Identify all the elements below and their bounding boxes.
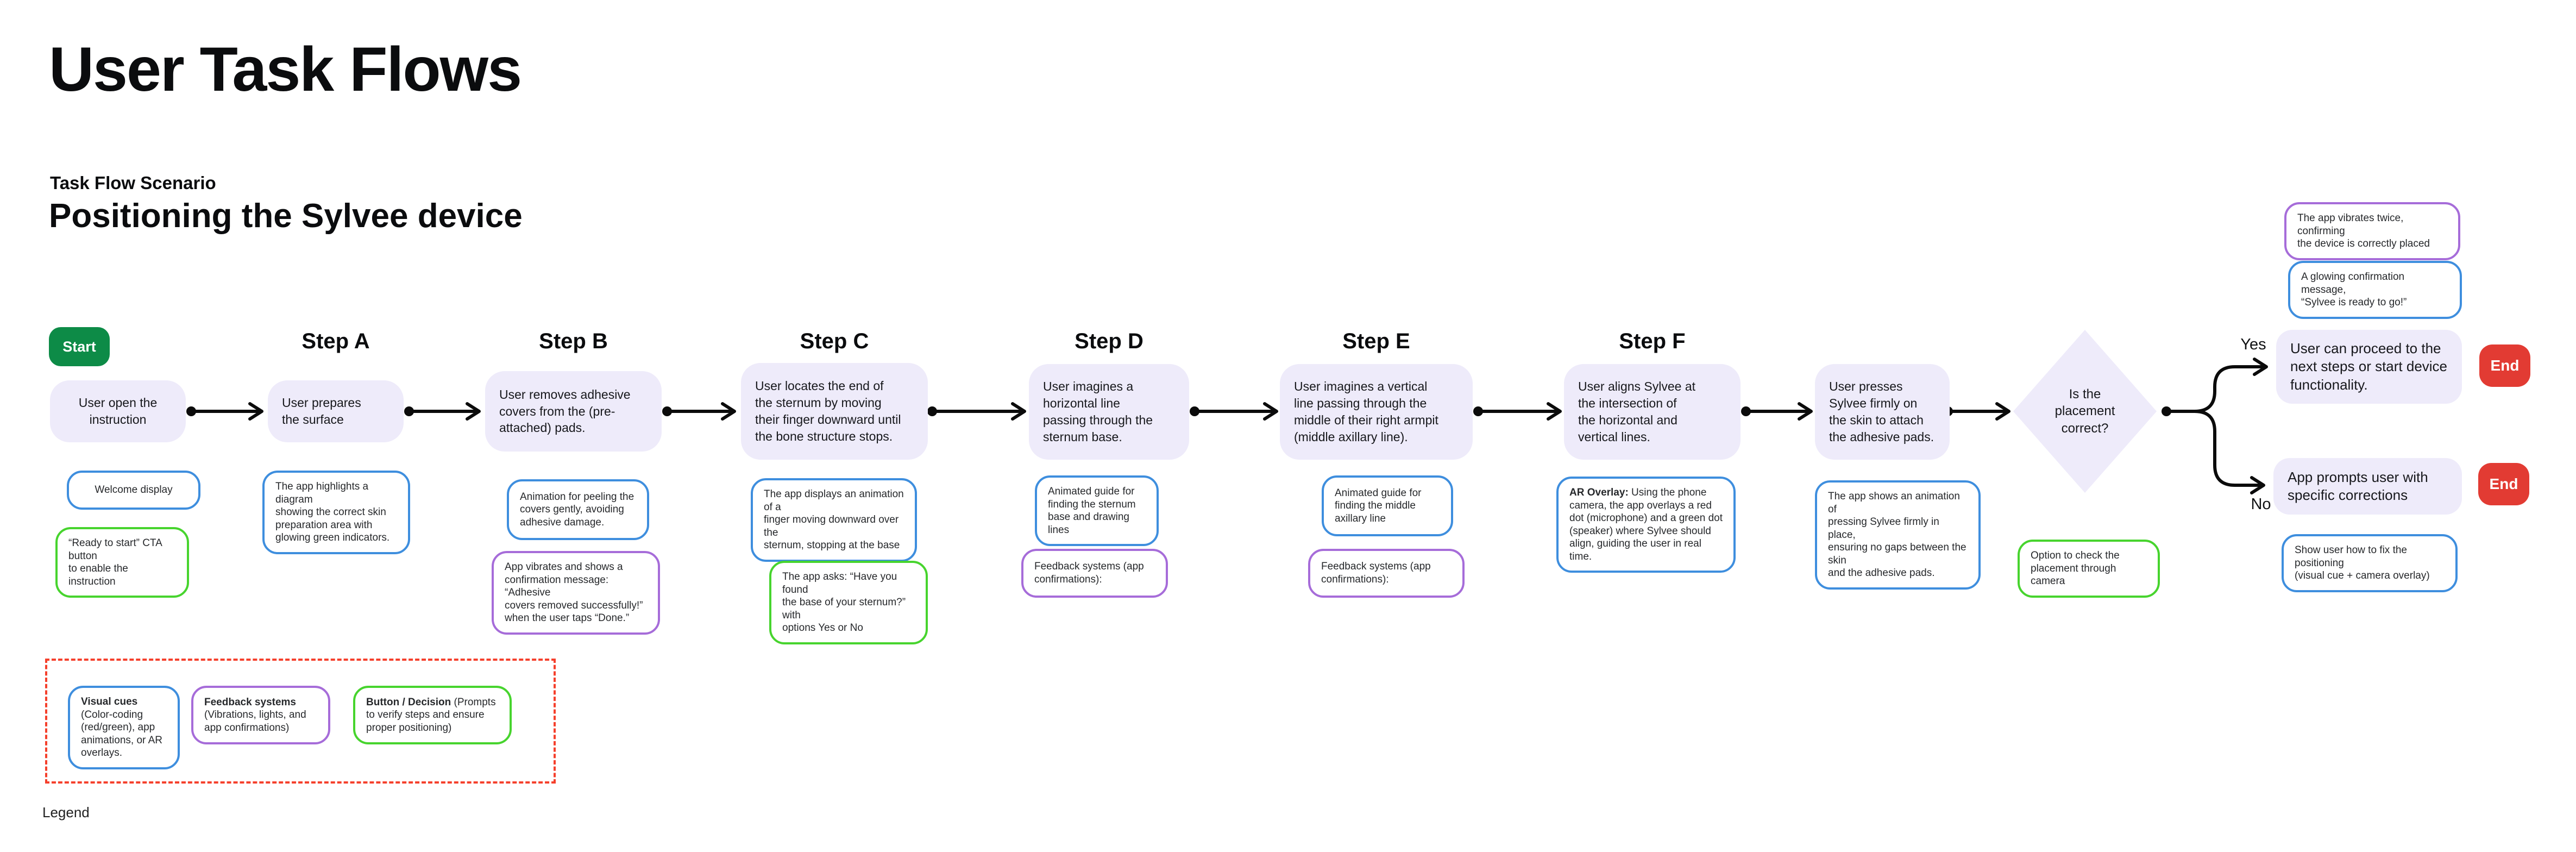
- branch-label-yes: Yes: [2240, 336, 2266, 353]
- outcome-yes[interactable]: User can proceed to the next steps or st…: [2276, 330, 2462, 404]
- step-heading-d: Step D: [1075, 329, 1144, 353]
- legend-box-button-decision[interactable]: Button / Decision (Prompts to verify ste…: [353, 686, 512, 744]
- annotation-fix-positioning[interactable]: Show user how to fix the positioning (vi…: [2282, 534, 2458, 592]
- flow-node-step-d[interactable]: User imagines a horizontal line passing …: [1029, 364, 1189, 460]
- flow-node-step-b[interactable]: User removes adhesive covers from the (p…: [485, 371, 662, 452]
- decision-diamond-shape: [2013, 330, 2157, 493]
- legend-frame: [45, 659, 556, 784]
- legend-box-feedback-systems[interactable]: Feedback systems (Vibrations, lights, an…: [191, 686, 330, 744]
- step-heading-c: Step C: [800, 329, 869, 353]
- annotation-press-visual[interactable]: The app shows an animation of pressing S…: [1815, 480, 1981, 590]
- flow-node-step-e[interactable]: User imagines a vertical line passing th…: [1280, 364, 1473, 460]
- step-heading-f: Step F: [1619, 329, 1686, 353]
- start-pill[interactable]: Start: [49, 327, 110, 366]
- legend-visual-cues-text: Visual cues (Color-coding (red/green), a…: [81, 696, 162, 759]
- end-pill-yes[interactable]: End: [2479, 344, 2530, 387]
- flow-node-open-instruction[interactable]: User open the instruction: [50, 380, 186, 442]
- flow-node-step-a[interactable]: User prepares the surface: [268, 380, 404, 442]
- annotation-step-b-feedback[interactable]: App vibrates and shows a confirmation me…: [492, 551, 660, 635]
- annotation-step-a-visual[interactable]: The app highlights a diagram showing the…: [262, 471, 410, 554]
- legend-feedback-systems-text: Feedback systems (Vibrations, lights, an…: [204, 696, 306, 734]
- annotation-step-e-visual[interactable]: Animated guide for finding the middle ax…: [1322, 475, 1453, 536]
- annotation-step-d-feedback[interactable]: Feedback systems (app confirmations):: [1021, 549, 1168, 598]
- flow-node-step-f[interactable]: User aligns Sylvee at the intersection o…: [1564, 364, 1741, 460]
- legend-label: Legend: [42, 804, 90, 820]
- annotation-ready-cta[interactable]: “Ready to start” CTA button to enable th…: [55, 527, 189, 598]
- page-title: User Task Flows: [49, 35, 522, 104]
- annotation-welcome-display[interactable]: Welcome display: [67, 471, 200, 510]
- annotation-step-f-ar-text: AR Overlay: Using the phone camera, the …: [1569, 487, 1723, 562]
- decision-diamond[interactable]: Is the placement correct?: [2054, 387, 2115, 436]
- step-heading-b: Step B: [539, 329, 608, 353]
- annotation-step-d-visual[interactable]: Animated guide for finding the sternum b…: [1035, 475, 1159, 547]
- step-heading-e: Step E: [1342, 329, 1410, 353]
- scenario-label: Task Flow Scenario: [50, 173, 216, 193]
- step-heading-a: Step A: [301, 329, 370, 353]
- legend-button-decision-text: Button / Decision (Prompts to verify ste…: [366, 696, 496, 734]
- annotation-step-c-visual[interactable]: The app displays an animation of a finge…: [751, 478, 917, 562]
- annotation-decision-check[interactable]: Option to check the placement through ca…: [2018, 540, 2160, 598]
- scenario-title: Positioning the Sylvee device: [49, 197, 523, 235]
- annotation-confirm-vibration[interactable]: The app vibrates twice, confirming the d…: [2284, 202, 2460, 260]
- branch-label-no: No: [2251, 496, 2271, 513]
- annotation-step-c-prompt[interactable]: The app asks: “Have you found the base o…: [769, 561, 928, 644]
- annotation-step-b-visual[interactable]: Animation for peeling the covers gently,…: [507, 479, 649, 540]
- outcome-no[interactable]: App prompts user with specific correctio…: [2273, 458, 2462, 515]
- legend-box-visual-cues[interactable]: Visual cues (Color-coding (red/green), a…: [68, 686, 180, 769]
- annotation-step-e-feedback[interactable]: Feedback systems (app confirmations):: [1308, 549, 1465, 598]
- annotation-confirm-message[interactable]: A glowing confirmation message, “Sylvee …: [2288, 261, 2462, 319]
- end-pill-no[interactable]: End: [2478, 463, 2529, 505]
- annotation-step-f-ar-overlay[interactable]: AR Overlay: Using the phone camera, the …: [1556, 477, 1736, 573]
- flow-node-press-firmly[interactable]: User presses Sylvee firmly on the skin t…: [1815, 364, 1950, 460]
- flow-node-step-c[interactable]: User locates the end of the sternum by m…: [741, 363, 928, 460]
